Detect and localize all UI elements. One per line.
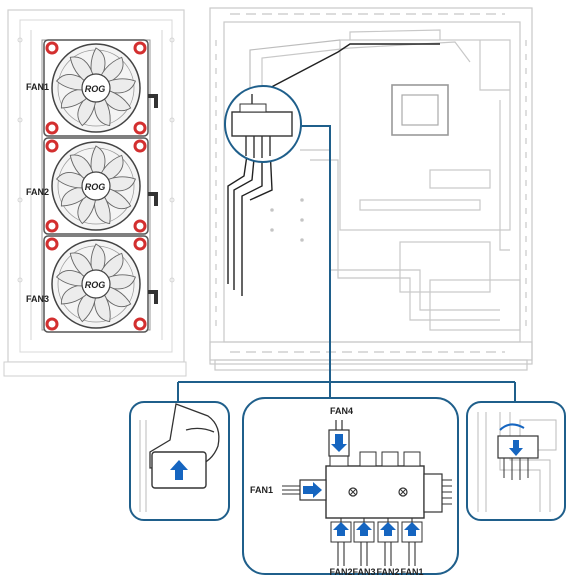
detail-hub-wiring: FAN4 FAN1 FAN2 FAN3 FAN2 FAN1	[242, 397, 459, 577]
detail-hub-mounted	[466, 401, 566, 521]
case-interior	[209, 7, 533, 371]
hub-port-bottom-label-4: FAN1	[400, 567, 423, 577]
bottom-port-1	[330, 521, 352, 543]
hub-port-bottom-label-1: FAN2	[329, 567, 352, 577]
hub-port-input-label: FAN1	[250, 485, 273, 495]
arrow-down-icon	[331, 434, 347, 452]
callout-lines	[177, 125, 516, 402]
arrow-up-icon	[170, 460, 188, 480]
fan-1-logo: ROG	[85, 84, 106, 94]
hub-highlight	[224, 85, 302, 163]
bottom-port-2	[353, 521, 375, 543]
bottom-port-4	[401, 521, 423, 543]
fan-3-label: FAN3	[26, 294, 49, 304]
hub-port-bottom-label-3: FAN2	[376, 567, 399, 577]
bottom-port-3	[377, 521, 399, 543]
hub-port-top-label: FAN4	[330, 406, 353, 416]
fan-2-label: FAN2	[26, 187, 49, 197]
detail-hand-install	[129, 401, 230, 521]
hub-screw-left	[348, 487, 358, 497]
arrow-right-icon	[303, 482, 322, 498]
fan-3-logo: ROG	[85, 280, 106, 290]
hub-port-bottom-label-2: FAN3	[352, 567, 375, 577]
hub-cables	[227, 43, 440, 296]
fan-1-label: FAN1	[26, 82, 49, 92]
fan-2-logo: ROG	[85, 182, 106, 192]
hub-screw-right	[398, 487, 408, 497]
arrow-down-icon	[509, 440, 523, 456]
